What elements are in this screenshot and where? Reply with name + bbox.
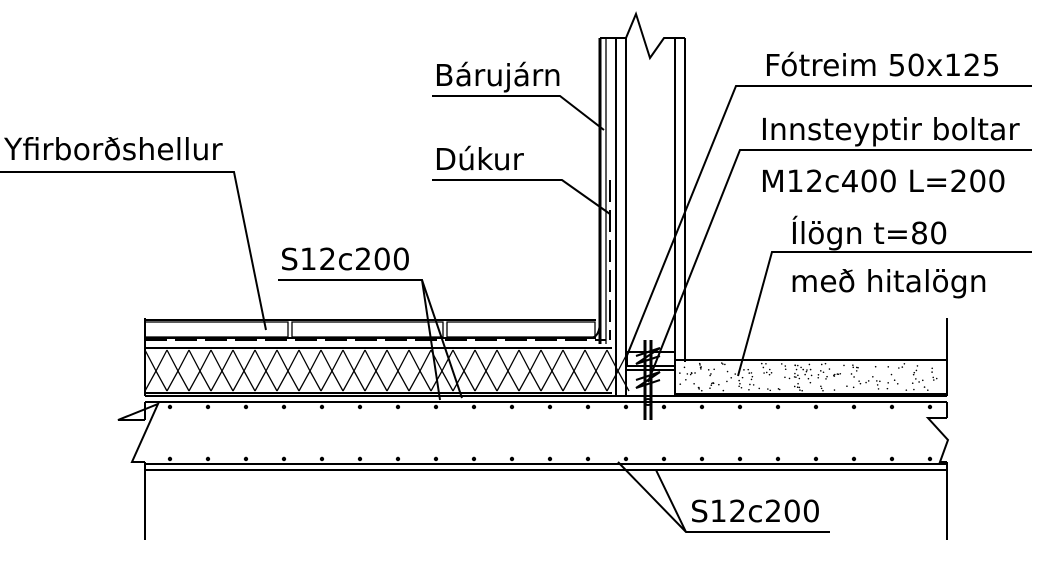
label-innsteyptir-boltar: Innsteyptir boltar	[760, 113, 1020, 148]
label-m12c400: M12c400 L=200	[760, 165, 1006, 200]
screed-fill	[674, 359, 948, 395]
label-barujarn: Bárujárn	[434, 59, 562, 94]
bolt-detail	[626, 340, 676, 420]
surface-slabs	[144, 319, 596, 339]
label-yfirbordshellur: Yfirborðshellur	[3, 133, 223, 168]
label-med-hitalogn: með hitalögn	[790, 265, 988, 300]
insulation-layer	[144, 347, 630, 394]
label-dukur: Dúkur	[434, 143, 525, 178]
leader-lines	[0, 85, 1032, 533]
wall-section	[598, 11, 686, 396]
concrete-slab	[117, 318, 950, 540]
label-s12c200-top: S12c200	[280, 243, 411, 278]
label-fotreim: Fótreim 50x125	[764, 49, 1001, 84]
rebar-dots	[167, 404, 933, 462]
label-s12c200-bottom: S12c200	[690, 495, 821, 530]
label-ilogn: Ílögn t=80	[790, 216, 948, 252]
